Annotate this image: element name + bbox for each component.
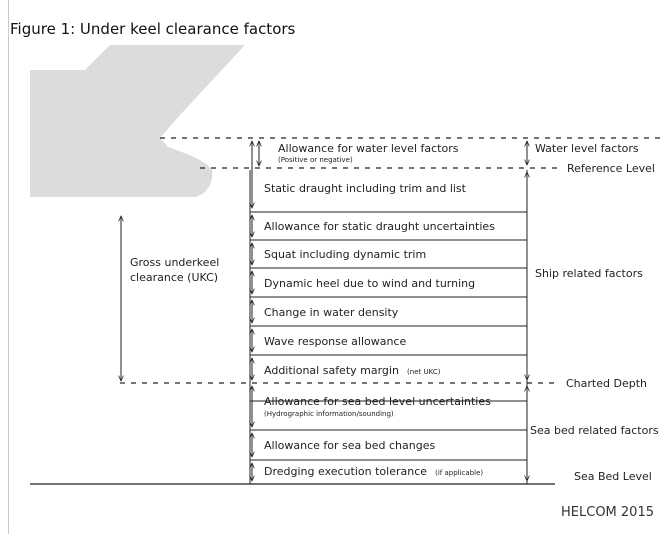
figure-credit: HELCOM 2015 [561,505,654,520]
level-label-reference: Reference Level [567,162,655,175]
layer-label-sea-bed-uncertainties: Allowance for sea bed level uncertaintie… [264,395,491,408]
layer-label-safety-margin: Additional safety margin (net UKC) [264,359,441,378]
layer-label-squat: Squat including dynamic trim [264,248,426,261]
layer-label-static-draught: Static draught including trim and list [264,182,467,195]
level-label-sea-bed: Sea Bed Level [574,470,652,483]
layer-label-water-level: Allowance for water level factors [278,142,459,155]
gross-ukc-label-line2: clearance (UKC) [130,271,218,284]
layer-label-dynamic-heel: Dynamic heel due to wind and turning [264,277,475,290]
layer-labels: Allowance for water level factors (Posit… [264,142,495,479]
layer-label-wave-response: Wave response allowance [264,335,406,348]
layer-label-water-density: Change in water density [264,306,399,319]
layer-note-sea-bed-uncertainties: (Hydrographic information/sounding) [264,410,394,418]
group-label-sea-bed-related: Sea bed related factors [530,424,659,437]
layer-label-dredging: Dredging execution tolerance (if applica… [264,460,483,479]
figure-title: Figure 1: Under keel clearance factors [10,20,296,38]
layer-note-water-level: (Positive or negative) [278,156,353,164]
group-label-ship-related: Ship related factors [535,267,643,280]
layer-stack [249,170,528,484]
level-label-charted-depth: Charted Depth [566,377,647,390]
layer-label-draught-uncertainties: Allowance for static draught uncertainti… [264,220,495,233]
layer-label-sea-bed-changes: Allowance for sea bed changes [264,439,435,452]
layer-height-arrows [252,141,259,481]
figure-frame [8,0,662,534]
group-label-water-level: Water level factors [535,142,639,155]
gross-ukc-label-line1: Gross underkeel [130,256,219,269]
ship-hull [30,45,245,197]
